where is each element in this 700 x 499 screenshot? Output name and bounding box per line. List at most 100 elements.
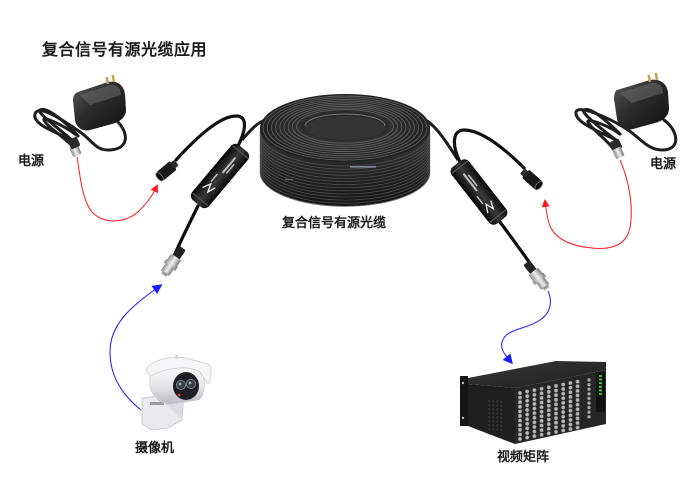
bnc-port <box>546 421 551 427</box>
bnc-port <box>546 412 551 418</box>
bnc-port <box>525 407 530 413</box>
bnc-port <box>553 383 559 389</box>
camera-ir-lens <box>185 378 196 389</box>
coil-ring <box>287 105 403 148</box>
status-led <box>599 393 602 395</box>
bnc-port <box>517 423 523 428</box>
vent-slot <box>496 420 499 423</box>
vent-slot <box>496 408 499 411</box>
dc-jack-right <box>520 168 544 191</box>
vent-slot <box>488 412 491 415</box>
vent-slot <box>492 420 495 423</box>
vent-slot <box>500 428 503 432</box>
vent-slot <box>492 404 495 407</box>
dc-plug-right <box>612 146 625 159</box>
video-arrow-left <box>109 284 163 411</box>
matrix-status-leds <box>599 375 602 395</box>
coil-winding <box>259 147 431 182</box>
vent-slot <box>488 416 491 419</box>
vent-slot <box>500 416 503 420</box>
bnc-port <box>553 388 559 393</box>
power-arrow-left <box>76 156 158 222</box>
bnc-port <box>575 420 580 426</box>
bnc-port <box>568 417 573 423</box>
video-matrix <box>460 361 606 444</box>
bnc-port <box>561 405 566 410</box>
io-port <box>587 391 591 396</box>
bnc-port <box>553 397 559 402</box>
vent-slot <box>492 412 495 415</box>
vent-slot <box>488 404 491 407</box>
bnc-port <box>532 434 537 439</box>
bnc-port <box>575 411 580 416</box>
coil-winding <box>259 150 431 185</box>
matrix-top <box>468 361 606 388</box>
bnc-port <box>546 431 551 436</box>
vent-slot <box>488 400 491 403</box>
bnc-connector-left <box>161 246 186 277</box>
status-led <box>599 375 602 377</box>
bnc-port <box>517 409 523 414</box>
io-port <box>587 396 591 401</box>
adapter-prong <box>105 76 110 85</box>
bnc-port <box>525 421 530 426</box>
bnc-port <box>525 389 530 394</box>
adapter-prong <box>647 74 652 83</box>
coil-winding <box>259 131 431 167</box>
coil-winding <box>259 135 431 170</box>
bnc-port <box>546 408 551 413</box>
vent-slot <box>488 408 491 411</box>
vent-slot <box>496 412 499 415</box>
bnc-port <box>546 394 551 399</box>
status-led <box>599 389 602 392</box>
vent-slot <box>496 424 499 427</box>
bnc-port <box>539 404 544 410</box>
adapter-prong <box>111 74 116 83</box>
vent-slot <box>496 416 499 419</box>
vent-slot <box>492 424 495 427</box>
coil-winding <box>259 138 431 173</box>
vent-slot <box>500 424 503 428</box>
status-led <box>599 378 602 381</box>
bnc-port <box>532 397 537 402</box>
bnc-port <box>517 400 523 405</box>
bnc-port <box>539 395 544 401</box>
coil-winding <box>259 162 431 198</box>
vent-slot <box>492 400 495 403</box>
bnc-port <box>546 417 551 422</box>
bnc-port <box>568 422 573 427</box>
bnc-port <box>532 411 537 416</box>
bnc-port <box>532 429 537 434</box>
active-module-left <box>155 114 250 277</box>
vent-slot <box>492 408 495 411</box>
io-port <box>587 401 591 405</box>
cable-label: 复合信号有源光缆 <box>282 216 387 231</box>
bnc-port <box>561 400 566 406</box>
bnc-port <box>575 393 580 398</box>
bnc-port <box>539 409 544 414</box>
module-body-right <box>450 159 508 225</box>
bnc-port <box>525 417 530 422</box>
power-right-label: 电源 <box>650 157 677 172</box>
bnc-port <box>539 423 544 428</box>
vent-slot <box>500 408 503 412</box>
bnc-port <box>568 385 573 390</box>
adapter-prong <box>654 72 659 81</box>
dc-branch-cable-left <box>174 114 247 162</box>
io-port <box>587 387 591 392</box>
matrix-bnc-grid <box>517 379 580 442</box>
bnc-port <box>532 415 537 420</box>
matrix-front <box>515 370 606 444</box>
active-module-right <box>450 128 550 291</box>
coil-winding <box>259 144 431 179</box>
camera-label: 摄像机 <box>135 441 175 456</box>
coil-windings <box>259 131 431 207</box>
bnc-cable-right <box>498 220 534 268</box>
bnc-port <box>532 392 537 397</box>
vent-slot <box>496 428 499 431</box>
module-body-left <box>190 143 250 209</box>
bnc-port <box>575 379 580 384</box>
vent-slot <box>496 400 499 403</box>
coil-ring <box>262 95 428 161</box>
